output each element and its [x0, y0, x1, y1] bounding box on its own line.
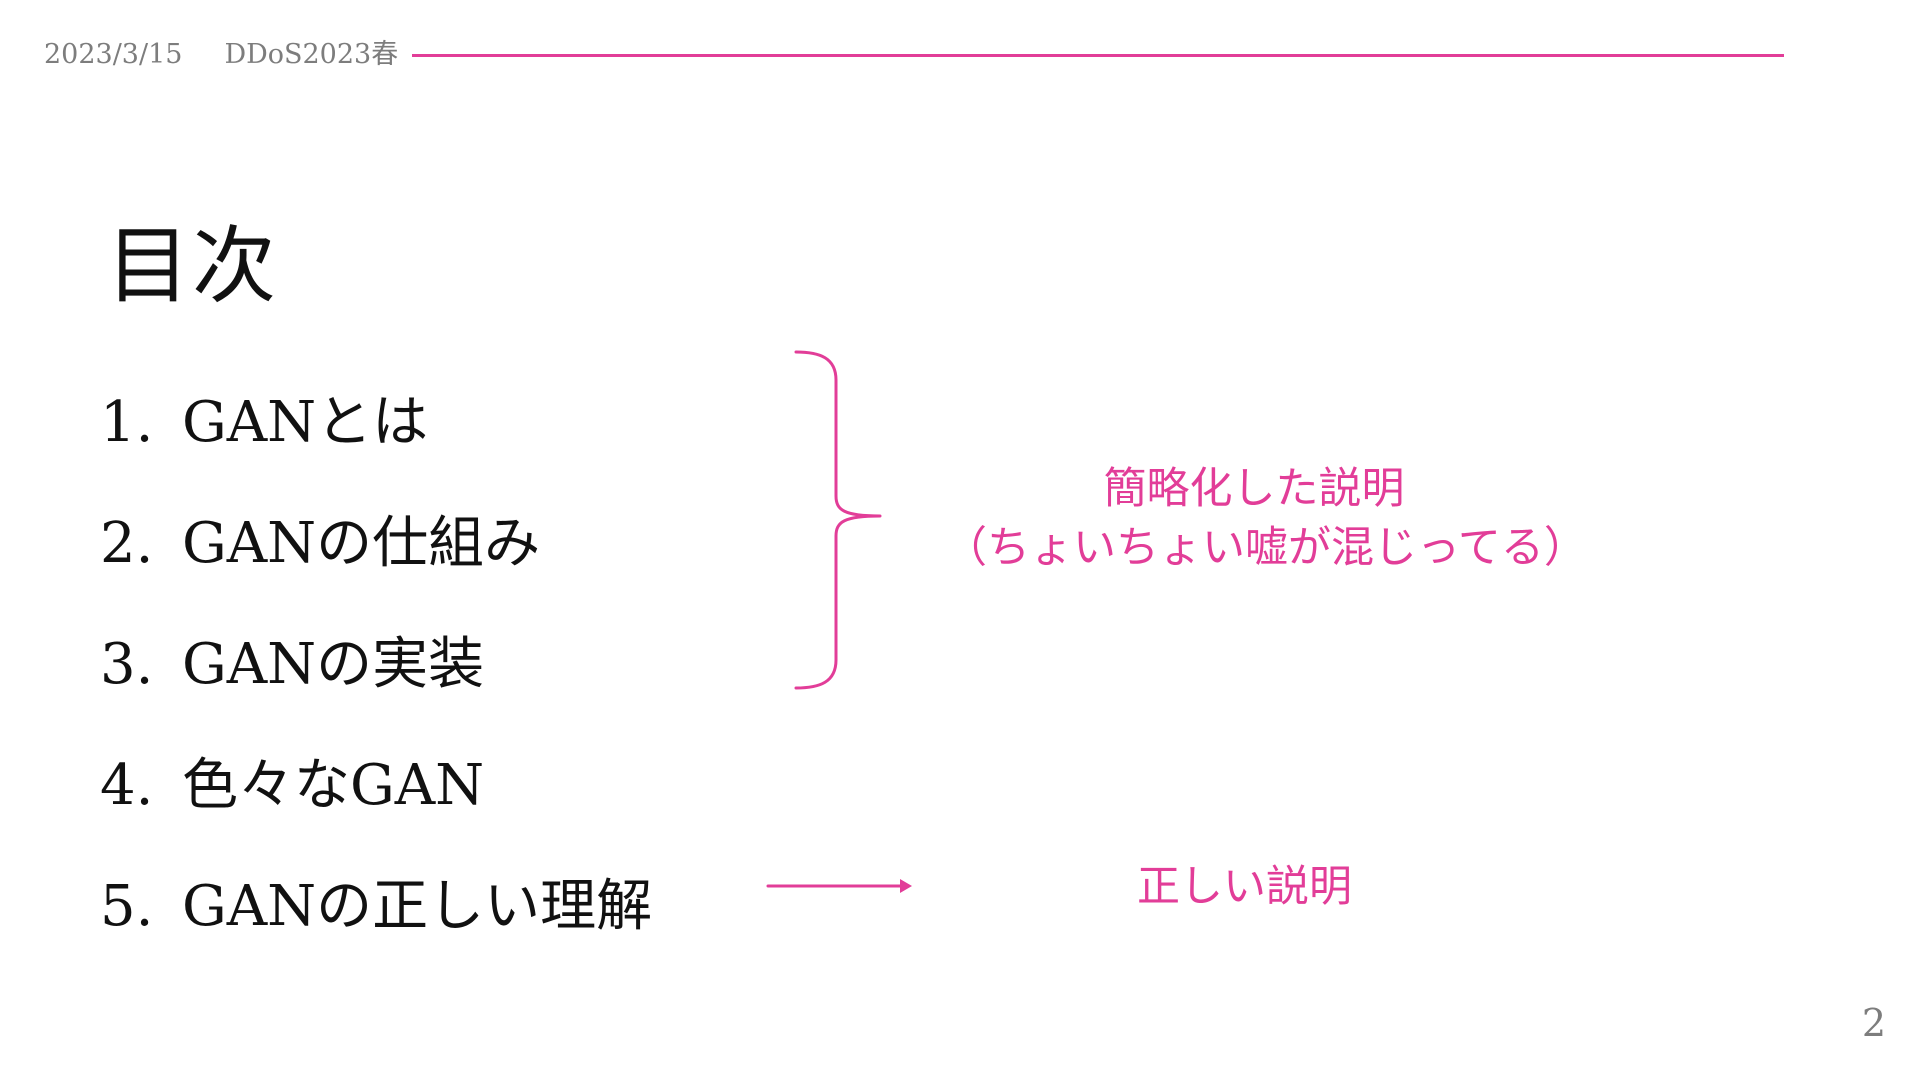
toc-item-number: 4. [100, 752, 154, 818]
right-brace-icon [794, 350, 882, 690]
toc-item-number: 1. [100, 389, 154, 455]
toc-item-2: 2. GANの仕組み [100, 483, 652, 604]
header-date: 2023/3/15 [44, 39, 183, 70]
simplified-explanation-caveat: （ちょいちょい嘘が混じってる） [944, 523, 1587, 573]
toc-item-3: 3. GANの実装 [100, 604, 652, 725]
page-number: 2 [1861, 1001, 1886, 1045]
toc-item-5: 5. GANの正しい理解 [100, 846, 652, 967]
table-of-contents: 1. GANとは 2. GANの仕組み 3. GANの実装 4. 色々なGAN … [100, 362, 652, 967]
toc-item-label: GANの正しい理解 [182, 873, 653, 939]
toc-item-number: 3. [100, 631, 154, 697]
toc-item-label: 色々なGAN [182, 752, 485, 818]
slide-title: 目次 [106, 217, 279, 316]
toc-item-number: 2. [100, 510, 154, 576]
simplified-explanation-label: 簡略化した説明 [1103, 464, 1405, 514]
toc-item-number: 5. [100, 873, 154, 939]
toc-item-4: 4. 色々なGAN [100, 725, 652, 846]
toc-item-1: 1. GANとは [100, 362, 652, 483]
header-event: DDoS2023春 [224, 39, 399, 70]
toc-item-label: GANとは [182, 389, 429, 455]
header-rule [412, 54, 1784, 57]
correct-explanation-note: 正しい説明 [1137, 862, 1352, 912]
right-arrow-icon [766, 879, 912, 893]
slide-header: 2023/3/15 DDoS2023春 [44, 38, 398, 72]
simplified-explanation-note: 簡略化した説明 （ちょいちょい嘘が混じってる） [944, 460, 1587, 578]
toc-item-label: GANの実装 [182, 631, 485, 697]
toc-item-label: GANの仕組み [182, 510, 541, 576]
